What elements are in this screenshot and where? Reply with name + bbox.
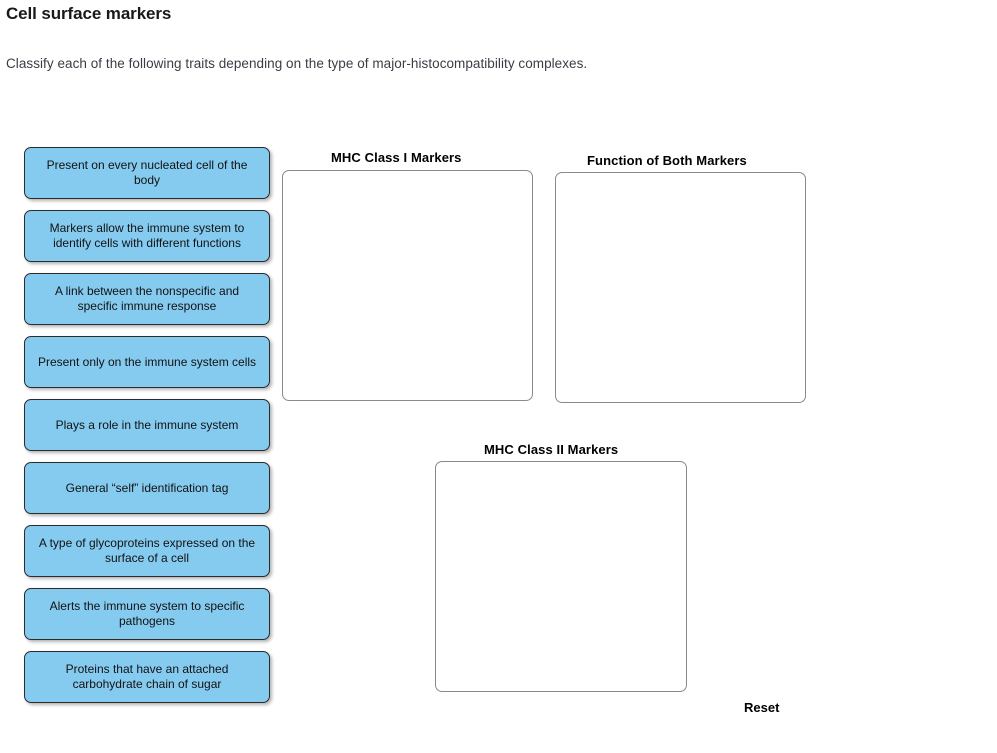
- drag-tile[interactable]: A link between the nonspecific and speci…: [24, 273, 270, 325]
- drop-zone-label-both: Function of Both Markers: [587, 153, 747, 168]
- page-title: Cell surface markers: [6, 4, 172, 23]
- drag-tile[interactable]: Present on every nucleated cell of the b…: [24, 147, 270, 199]
- drag-tile[interactable]: Plays a role in the immune system: [24, 399, 270, 451]
- drop-zone-label-class1: MHC Class I Markers: [331, 150, 462, 165]
- drag-tile[interactable]: Markers allow the immune system to ident…: [24, 210, 270, 262]
- drag-tile[interactable]: General “self” identification tag: [24, 462, 270, 514]
- tile-bank: Present on every nucleated cell of the b…: [24, 147, 270, 714]
- drop-zone-class1[interactable]: [282, 170, 533, 401]
- drag-tile[interactable]: Proteins that have an attached carbohydr…: [24, 651, 270, 703]
- drag-tile[interactable]: Present only on the immune system cells: [24, 336, 270, 388]
- drop-zone-label-class2: MHC Class II Markers: [484, 442, 619, 457]
- drag-tile[interactable]: Alerts the immune system to specific pat…: [24, 588, 270, 640]
- drop-zone-class2[interactable]: [435, 461, 687, 692]
- page-instructions: Classify each of the following traits de…: [6, 56, 588, 71]
- reset-button[interactable]: Reset: [744, 700, 780, 715]
- drop-zone-both[interactable]: [555, 172, 806, 403]
- drag-tile[interactable]: A type of glycoproteins expressed on the…: [24, 525, 270, 577]
